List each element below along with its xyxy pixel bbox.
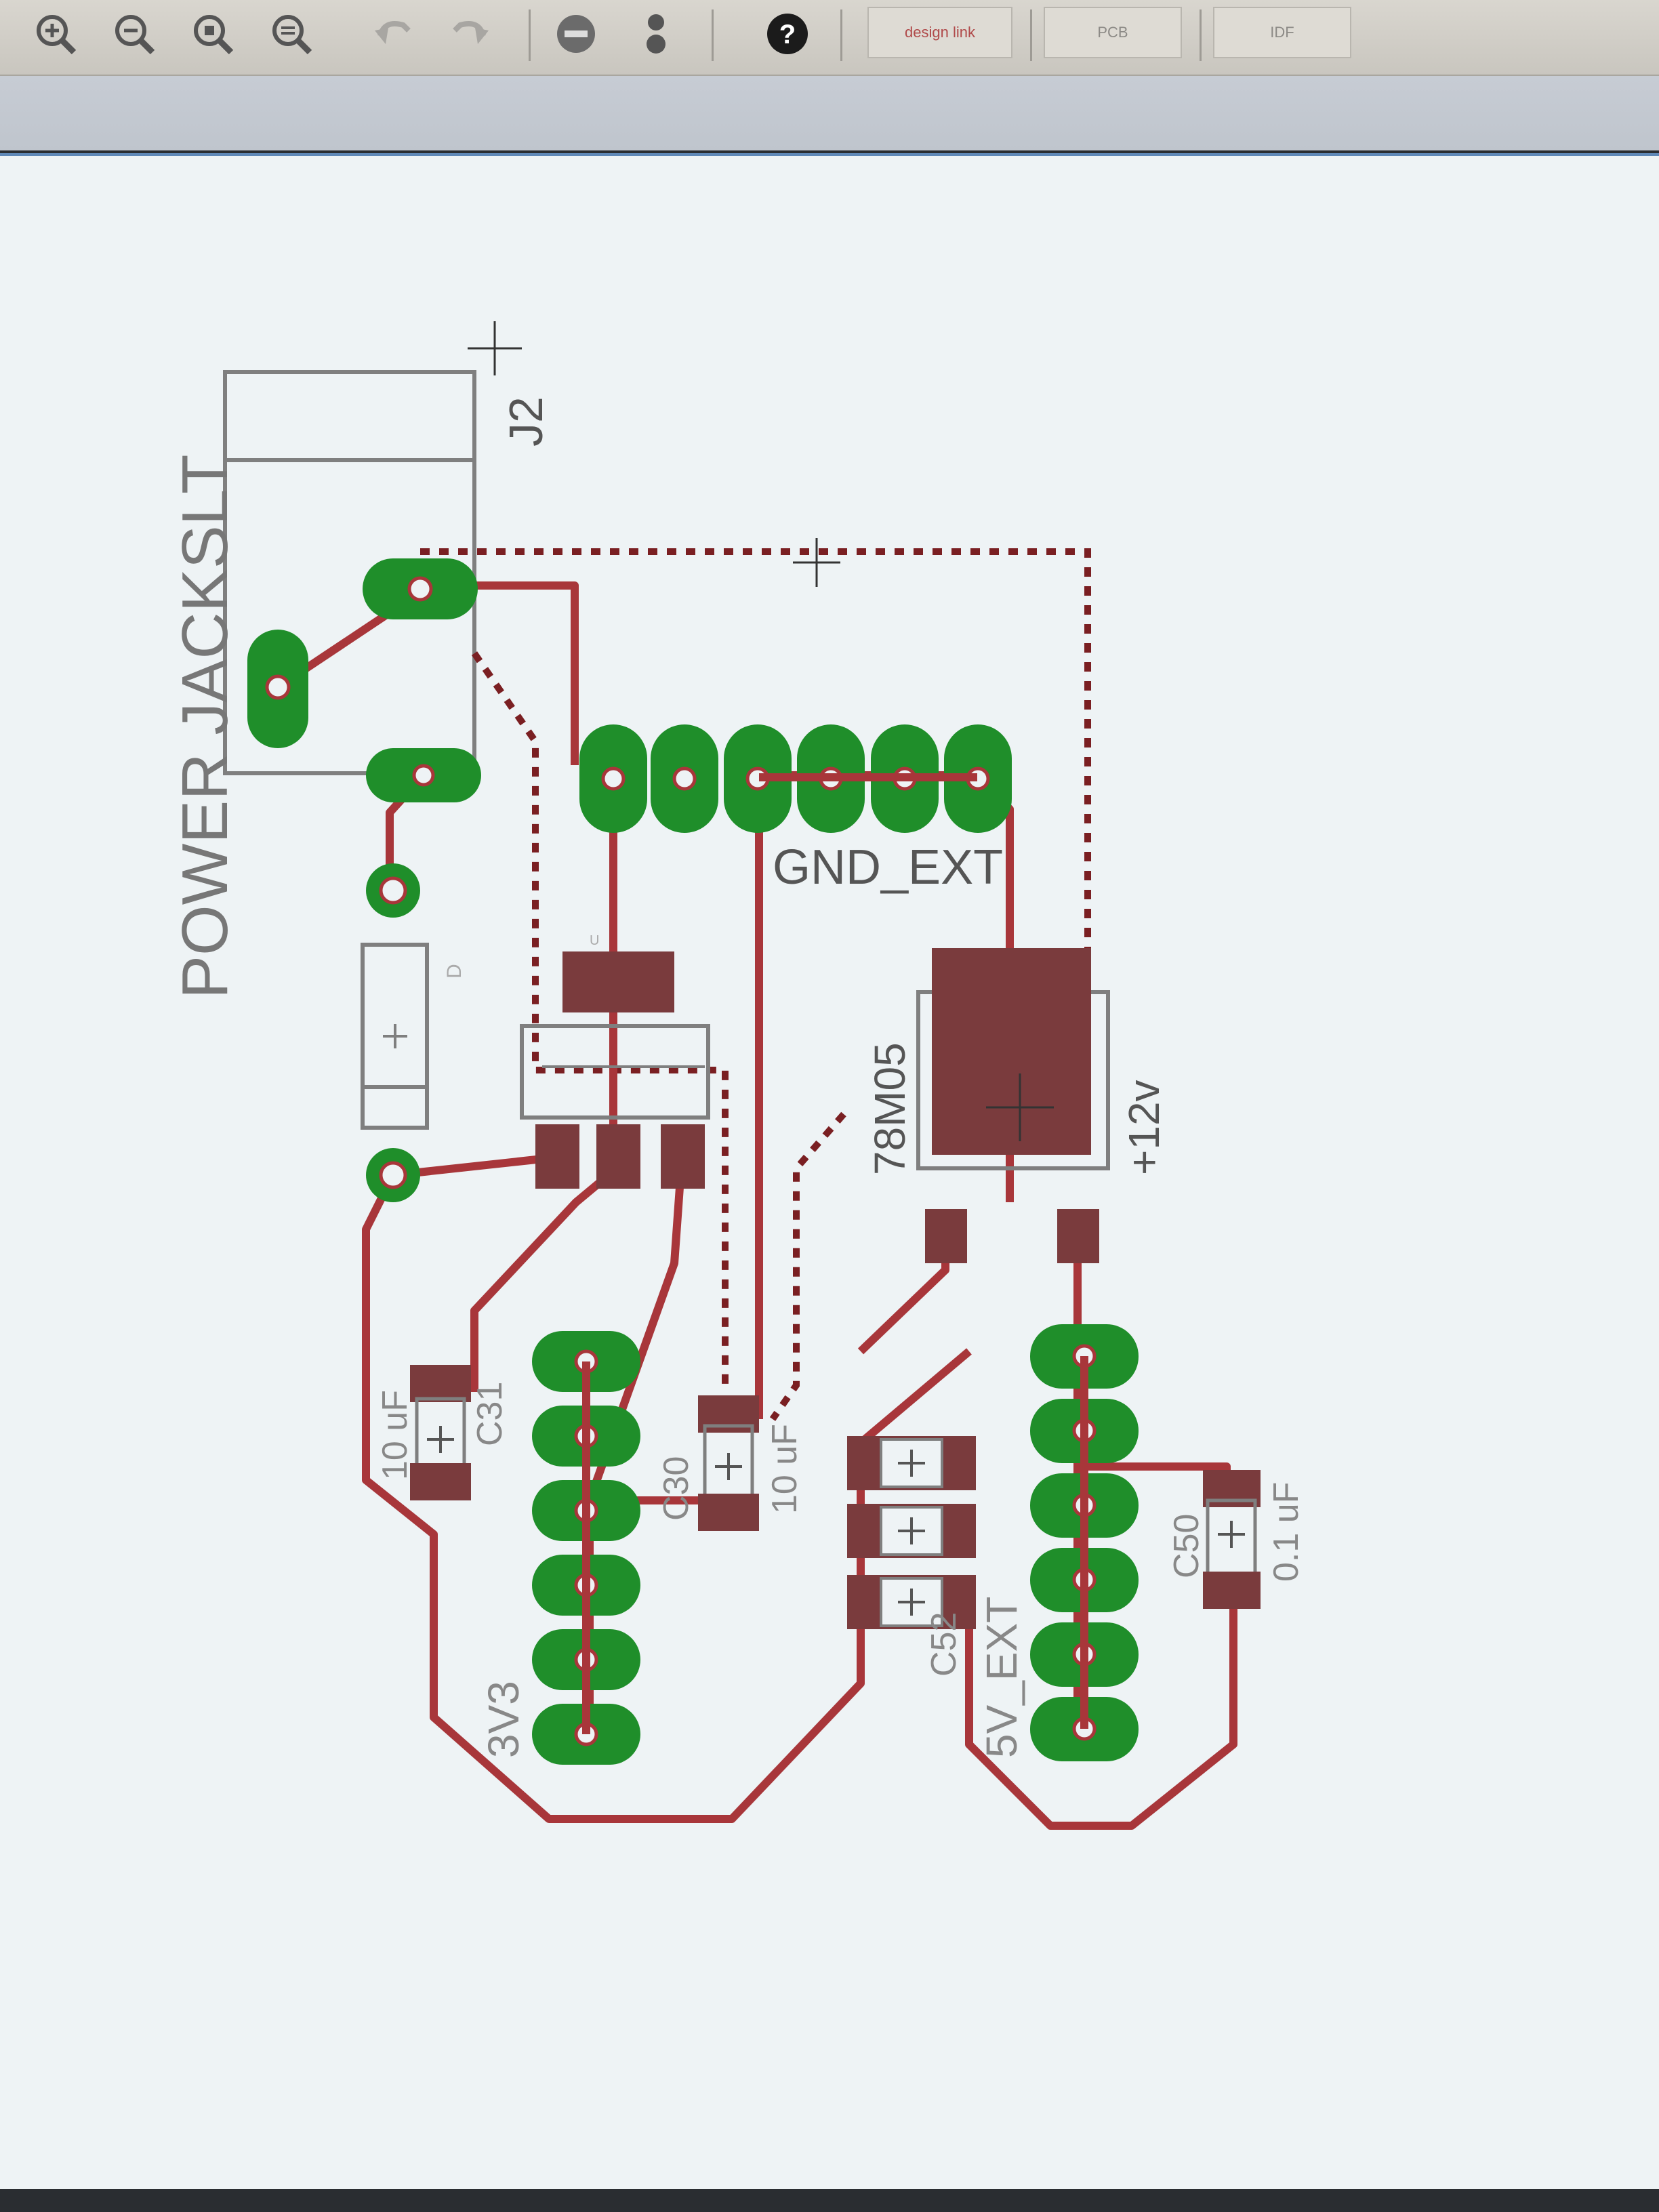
gnd-ext-label: GND_EXT	[773, 840, 1003, 895]
plus12v-label: +12v	[1120, 1080, 1168, 1175]
pcb-board-canvas[interactable]: J2 POWER JACKSLT	[0, 156, 1659, 2189]
c30-capacitor	[698, 1395, 759, 1531]
c31-label: C31	[470, 1382, 510, 1446]
c52-label: C52	[924, 1612, 964, 1677]
toolbar: ? design link PCB IDF	[0, 0, 1659, 76]
power-jack-label: POWER JACKSLT	[169, 454, 241, 999]
d1-label: D	[443, 964, 466, 979]
go-icon[interactable]	[628, 5, 684, 62]
v5-ext-label: 5V_EXT	[977, 1597, 1026, 1758]
zoom-fit-icon[interactable]	[184, 5, 241, 62]
j2-label: J2	[499, 396, 552, 447]
c30-value: 10 uF	[765, 1424, 804, 1514]
idf-button[interactable]: IDF	[1213, 7, 1351, 58]
c50-label: C50	[1167, 1514, 1206, 1578]
c31-value: 10 uF	[375, 1390, 415, 1480]
reg-78m05	[916, 948, 1110, 1263]
zoom-in-icon[interactable]	[27, 5, 84, 62]
c31-capacitor	[410, 1365, 471, 1500]
undo-icon[interactable]	[366, 5, 423, 62]
airwires	[420, 548, 1091, 1421]
pcb-editor-window: J2 POWER JACKSLT	[0, 153, 1659, 2189]
v3v3-label: 3V3	[479, 1681, 528, 1758]
help-label: ?	[779, 20, 796, 49]
stop-icon[interactable]	[548, 5, 605, 62]
c30-label: C30	[657, 1456, 696, 1521]
u1-label: U	[590, 933, 599, 948]
zoom-out-icon[interactable]	[106, 5, 163, 62]
redo-icon[interactable]	[441, 5, 497, 62]
zoom-select-icon[interactable]	[263, 5, 320, 62]
design-link-button[interactable]: design link	[867, 7, 1012, 58]
u1-regulator	[520, 951, 710, 1189]
d1-diode	[361, 863, 429, 1202]
gnd-ext-header	[579, 724, 1012, 833]
c52-capacitor-group	[847, 1436, 976, 1629]
help-icon[interactable]: ?	[759, 5, 816, 62]
reg-78m05-label: 78M05	[865, 1042, 914, 1175]
design-link-label: design link	[905, 24, 975, 41]
pcb-label: PCB	[1097, 24, 1128, 41]
j2-pads	[247, 558, 481, 802]
c50-value: 0.1 uF	[1267, 1482, 1306, 1582]
pcb-button[interactable]: PCB	[1044, 7, 1182, 58]
j2-outline	[223, 370, 476, 775]
c50-capacitor	[1203, 1470, 1261, 1609]
idf-label: IDF	[1270, 24, 1294, 41]
window-header	[0, 76, 1659, 150]
